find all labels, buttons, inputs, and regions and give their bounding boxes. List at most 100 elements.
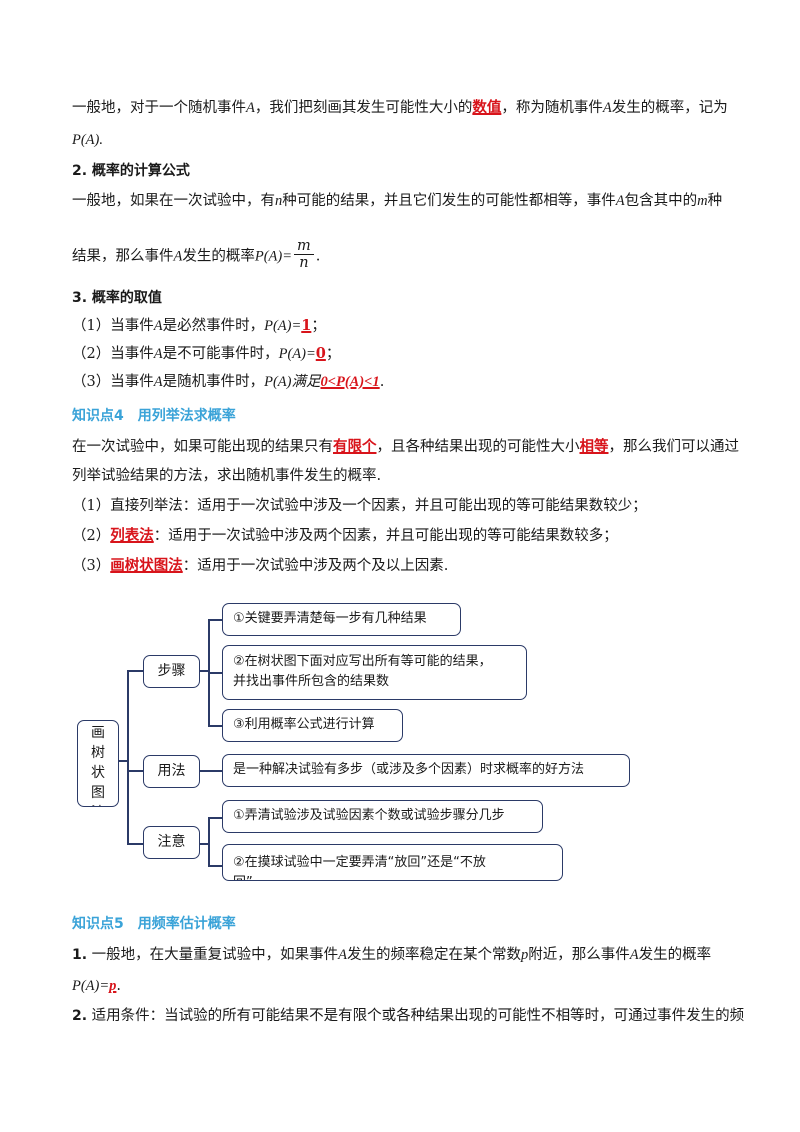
formula-PA: P(A)= bbox=[264, 318, 302, 334]
kp4-paragraph-line2: 列举试验结果的方法，求出随机事件发生的概率. bbox=[72, 468, 382, 484]
answer-1: 1 bbox=[301, 317, 312, 334]
connector bbox=[208, 817, 223, 819]
text: 发生的概率，记为 bbox=[611, 100, 728, 116]
var-A: A bbox=[246, 100, 255, 116]
text: （2）当事件 bbox=[72, 346, 154, 362]
var-A: A bbox=[602, 100, 612, 116]
text: 结果，那么事件 bbox=[72, 248, 174, 265]
leaf-text: ②在树状图下面对应写出所有等可能的结果， bbox=[233, 654, 492, 669]
var-A: A bbox=[629, 947, 639, 963]
keyword-table-method: 列表法 bbox=[110, 527, 154, 544]
text: 是随机事件时， bbox=[162, 374, 265, 390]
formula-PA: P(A)= bbox=[72, 978, 110, 994]
text: 发生的频率稳定在某个常数 bbox=[347, 947, 522, 963]
text: （3）当事件 bbox=[72, 374, 154, 390]
leaf-text: 回” bbox=[233, 873, 552, 880]
formula-PA: P(A)满足 bbox=[264, 374, 321, 390]
text: 种可能的结果，并且它们发生的可能性都相等，事件 bbox=[282, 193, 616, 209]
var-n: n bbox=[275, 193, 283, 209]
var-A: A bbox=[153, 346, 163, 362]
section-2-title: 2. 概率的计算公式 bbox=[72, 163, 190, 179]
leaf-step-3: ③利用概率公式进行计算 bbox=[222, 709, 403, 742]
var-p: p bbox=[521, 947, 529, 963]
root-char: 树 bbox=[91, 745, 105, 761]
kp4-paragraph-line1: 在一次试验中，如果可能出现的结果只有有限个，且各种结果出现的可能性大小相等，那么… bbox=[72, 436, 739, 458]
leaf-usage: 是一种解决试验有多步（或涉及多个因素）时求概率的好方法 bbox=[222, 754, 630, 787]
connector bbox=[127, 770, 144, 772]
formula-PA: P(A)= bbox=[254, 248, 293, 265]
range-item-1: （1）当事件A是必然事件时，P(A)=1； bbox=[72, 315, 732, 337]
var-A: A bbox=[153, 374, 163, 390]
text: 发生的概率 bbox=[638, 947, 712, 963]
kp5-paragraph-1-line1: 1. 一般地，在大量重复试验中，如果事件A发生的频率稳定在某个常数p附近，那么事… bbox=[72, 944, 732, 966]
text: 发生的概率 bbox=[182, 248, 255, 265]
keyword-value: 数值 bbox=[472, 99, 502, 116]
text: ； bbox=[311, 318, 326, 334]
answer-0: 0 bbox=[315, 345, 326, 362]
text: ； bbox=[325, 346, 341, 362]
leaf-step-2: ②在树状图下面对应写出所有等可能的结果， 并找出事件所包含的结果数 bbox=[222, 645, 527, 700]
kp-title: 用列举法求概率 bbox=[137, 408, 236, 424]
connector bbox=[199, 843, 209, 845]
leaf-step-1: ①关键要弄清楚每一步有几种结果 bbox=[222, 603, 461, 636]
text: （3） bbox=[72, 558, 111, 574]
item-number: 2. bbox=[72, 1008, 88, 1024]
connector bbox=[127, 670, 129, 844]
text: 一般地，对于一个随机事件 bbox=[72, 100, 246, 116]
connector bbox=[208, 865, 223, 867]
root-char: 状 bbox=[91, 765, 105, 781]
formula-paragraph-line1: 一般地，如果在一次试验中，有n种可能的结果，并且它们发生的可能性都相等，事件A包… bbox=[72, 190, 732, 212]
text: 附近，那么事件 bbox=[528, 947, 630, 963]
method-item-3: （3）画树状图法：适用于一次试验中涉及两个及以上因素. bbox=[72, 555, 732, 577]
text: （2） bbox=[72, 528, 111, 544]
text: ，且各种结果出现的可能性大小 bbox=[376, 439, 580, 455]
text: 种 bbox=[707, 193, 723, 209]
knowledge-point-5-heading: 知识点5 用频率估计概率 bbox=[72, 913, 236, 935]
root-char: 图 bbox=[91, 785, 105, 801]
text: ：适用于一次试验中涉及两个及以上因素. bbox=[182, 558, 449, 574]
branch-steps: 步骤 bbox=[143, 655, 200, 688]
denominator: n bbox=[294, 254, 314, 271]
branch-usage: 用法 bbox=[143, 755, 200, 788]
text: 是不可能事件时， bbox=[162, 346, 279, 362]
text: 适用条件：当试验的所有可能结果不是有限个或各种结果出现的可能性不相等时，可通过事… bbox=[91, 1008, 745, 1024]
text: ，那么我们可以通过 bbox=[608, 439, 740, 455]
range-item-2: （2）当事件A是不可能事件时，P(A)=0； bbox=[72, 343, 732, 365]
leaf-note-2: ②在摸球试验中一定要弄清“放回”还是“不放 回” bbox=[222, 844, 563, 881]
text: . bbox=[116, 978, 122, 994]
keyword-equal: 相等 bbox=[579, 438, 609, 455]
formula-PA: P(A). bbox=[72, 132, 103, 148]
text: 一般地，如果在一次试验中，有 bbox=[72, 193, 275, 209]
var-A: A bbox=[173, 248, 183, 265]
text: ：适用于一次试验中涉及两个因素，并且可能出现的等可能结果数较多； bbox=[153, 528, 618, 544]
connector bbox=[118, 760, 128, 762]
answer-p: p bbox=[109, 978, 117, 994]
text: . bbox=[315, 248, 321, 265]
method-item-2: （2）列表法：适用于一次试验中涉及两个因素，并且可能出现的等可能结果数较多； bbox=[72, 525, 732, 547]
text: 一般地，在大量重复试验中，如果事件 bbox=[91, 947, 339, 963]
kp5-paragraph-2: 2. 适用条件：当试验的所有可能结果不是有限个或各种结果出现的可能性不相等时，可… bbox=[72, 1005, 744, 1027]
connector bbox=[199, 770, 223, 772]
section-3-title: 3. 概率的取值 bbox=[72, 290, 162, 306]
connector bbox=[208, 817, 210, 866]
definition-paragraph-line1: 一般地，对于一个随机事件A，我们把刻画其发生可能性大小的数值，称为随机事件A发生… bbox=[72, 97, 732, 119]
connector bbox=[208, 672, 223, 674]
kp-title: 用频率估计概率 bbox=[137, 916, 236, 932]
var-A: A bbox=[338, 947, 348, 963]
leaf-text: ②在摸球试验中一定要弄清“放回”还是“不放 bbox=[233, 855, 486, 870]
root-char: 法 bbox=[78, 803, 118, 806]
item-number: 1. bbox=[72, 947, 88, 963]
text: （1）当事件 bbox=[72, 318, 154, 334]
kp-number: 知识点5 bbox=[72, 916, 124, 932]
connector bbox=[208, 619, 223, 621]
text: ，我们把刻画其发生可能性大小的 bbox=[254, 100, 473, 116]
var-A: A bbox=[615, 193, 625, 209]
definition-paragraph-line2: P(A). bbox=[72, 129, 732, 151]
branch-notes: 注意 bbox=[143, 826, 200, 859]
keyword-tree-method: 画树状图法 bbox=[110, 557, 183, 574]
connector bbox=[199, 670, 209, 672]
